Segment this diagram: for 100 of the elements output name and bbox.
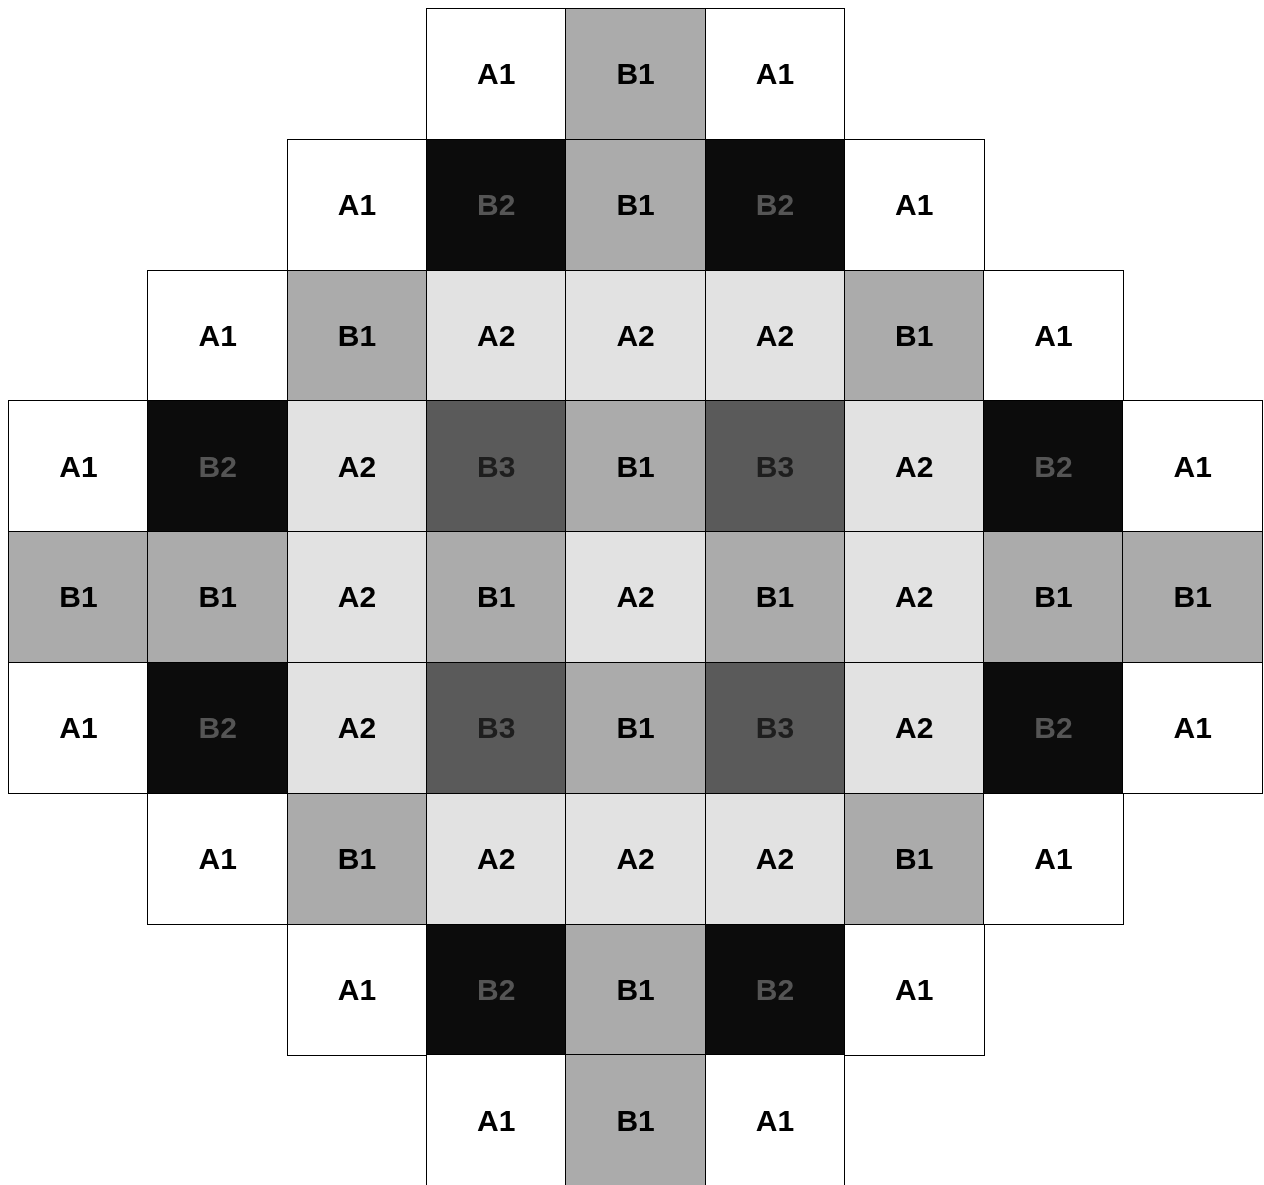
cell-label: B3: [755, 713, 795, 744]
cell-label: A1: [755, 1105, 795, 1136]
cell-label: A2: [755, 843, 795, 874]
cell-label: A2: [337, 451, 377, 482]
cell-label: B2: [1034, 713, 1073, 744]
grid-cell: [704, 400, 846, 533]
cell-label: B1: [616, 1105, 655, 1136]
grid-cell: [704, 792, 846, 926]
grid-cell: [704, 8, 846, 141]
grid-cell: [983, 662, 1124, 795]
grid-cell: [843, 792, 985, 926]
cell-label: B1: [59, 582, 98, 613]
cell-label: B2: [198, 451, 237, 482]
grid-cell: [565, 531, 706, 664]
cell-label: A1: [1173, 713, 1212, 744]
grid-cell: [1122, 662, 1264, 795]
grid-cell: [425, 269, 567, 402]
cell-label: B3: [755, 451, 795, 482]
cell-label: A2: [895, 451, 934, 482]
cell-label: A1: [59, 713, 98, 744]
grid-cell: [565, 1054, 706, 1185]
grid-cell: [983, 269, 1124, 402]
cell-label: A2: [477, 843, 516, 874]
cell-label: A1: [1034, 843, 1073, 874]
cell-label: B2: [477, 189, 516, 220]
grid-cell: [843, 400, 985, 533]
grid-cell: [425, 923, 567, 1056]
grid-cell: [704, 138, 846, 272]
grid-cell: [286, 138, 428, 272]
cell-label: A1: [337, 189, 377, 220]
grid-cell: [147, 792, 289, 926]
grid-cell: [565, 662, 706, 795]
grid-cell: [565, 138, 706, 272]
grid-cell: [147, 269, 289, 402]
grid-cell: [843, 531, 985, 664]
grid-cell: [8, 662, 149, 795]
cell-label: A2: [477, 320, 516, 351]
grid-cell: [843, 269, 985, 402]
grid-cell: [565, 400, 706, 533]
grid-cell: [286, 269, 428, 402]
grid-cell: [425, 792, 567, 926]
grid-cell: [286, 792, 428, 926]
grid-cell: [147, 531, 289, 664]
cell-label: A1: [337, 974, 377, 1005]
grid-cell: [1122, 400, 1264, 533]
cell-label: A2: [616, 582, 655, 613]
cell-label: A1: [1034, 320, 1073, 351]
cell-label: B1: [337, 843, 377, 874]
grid-cell: [565, 923, 706, 1056]
cell-label: B1: [1034, 582, 1073, 613]
grid-cell: [704, 269, 846, 402]
cell-label: A1: [895, 189, 934, 220]
cell-label: A2: [895, 582, 934, 613]
grid-cell: [983, 792, 1124, 926]
cell-label: B1: [337, 320, 377, 351]
grid-cell: [704, 923, 846, 1056]
cell-label: A2: [337, 582, 377, 613]
grid-cell: [704, 531, 846, 664]
grid-cell: [425, 662, 567, 795]
cell-label: A2: [337, 713, 377, 744]
cell-label: A1: [755, 59, 795, 90]
cell-label: A1: [198, 843, 237, 874]
grid-cell: [704, 662, 846, 795]
cell-label: B1: [895, 320, 934, 351]
grid-cell: [704, 1054, 846, 1185]
grid-cell: [286, 400, 428, 533]
grid-cell: [147, 662, 289, 795]
cell-label: B1: [616, 713, 655, 744]
grid-cell: [425, 531, 567, 664]
grid-cell: [1122, 531, 1264, 664]
cell-label: B2: [1034, 451, 1073, 482]
cell-label: B2: [477, 974, 516, 1005]
cell-label: A2: [616, 843, 655, 874]
cell-label: B1: [895, 843, 934, 874]
cell-label: A2: [755, 320, 795, 351]
grid-cell: [286, 531, 428, 664]
cell-label: A1: [477, 1105, 516, 1136]
cell-label: B1: [1173, 582, 1212, 613]
grid-cell: [425, 8, 567, 141]
grid-cell: [983, 400, 1124, 533]
cell-label: B1: [616, 59, 655, 90]
cell-label: B1: [616, 974, 655, 1005]
grid-cell: [983, 531, 1124, 664]
grid-cell: [565, 269, 706, 402]
grid-cell: [286, 923, 428, 1056]
cell-label: B3: [477, 713, 516, 744]
grid-cell: [286, 662, 428, 795]
cell-label: B1: [755, 582, 795, 613]
cell-label: A1: [1173, 451, 1212, 482]
cell-label: A1: [198, 320, 237, 351]
cell-label: B2: [198, 713, 237, 744]
grid-cell: [8, 531, 149, 664]
cell-label: A2: [616, 320, 655, 351]
grid-cell: [425, 138, 567, 272]
grid-cell: [147, 400, 289, 533]
grid-cell: [843, 923, 985, 1056]
cell-label: A2: [895, 713, 934, 744]
grid-cell: [565, 792, 706, 926]
cell-label: A1: [895, 974, 934, 1005]
cell-label: B2: [755, 974, 795, 1005]
